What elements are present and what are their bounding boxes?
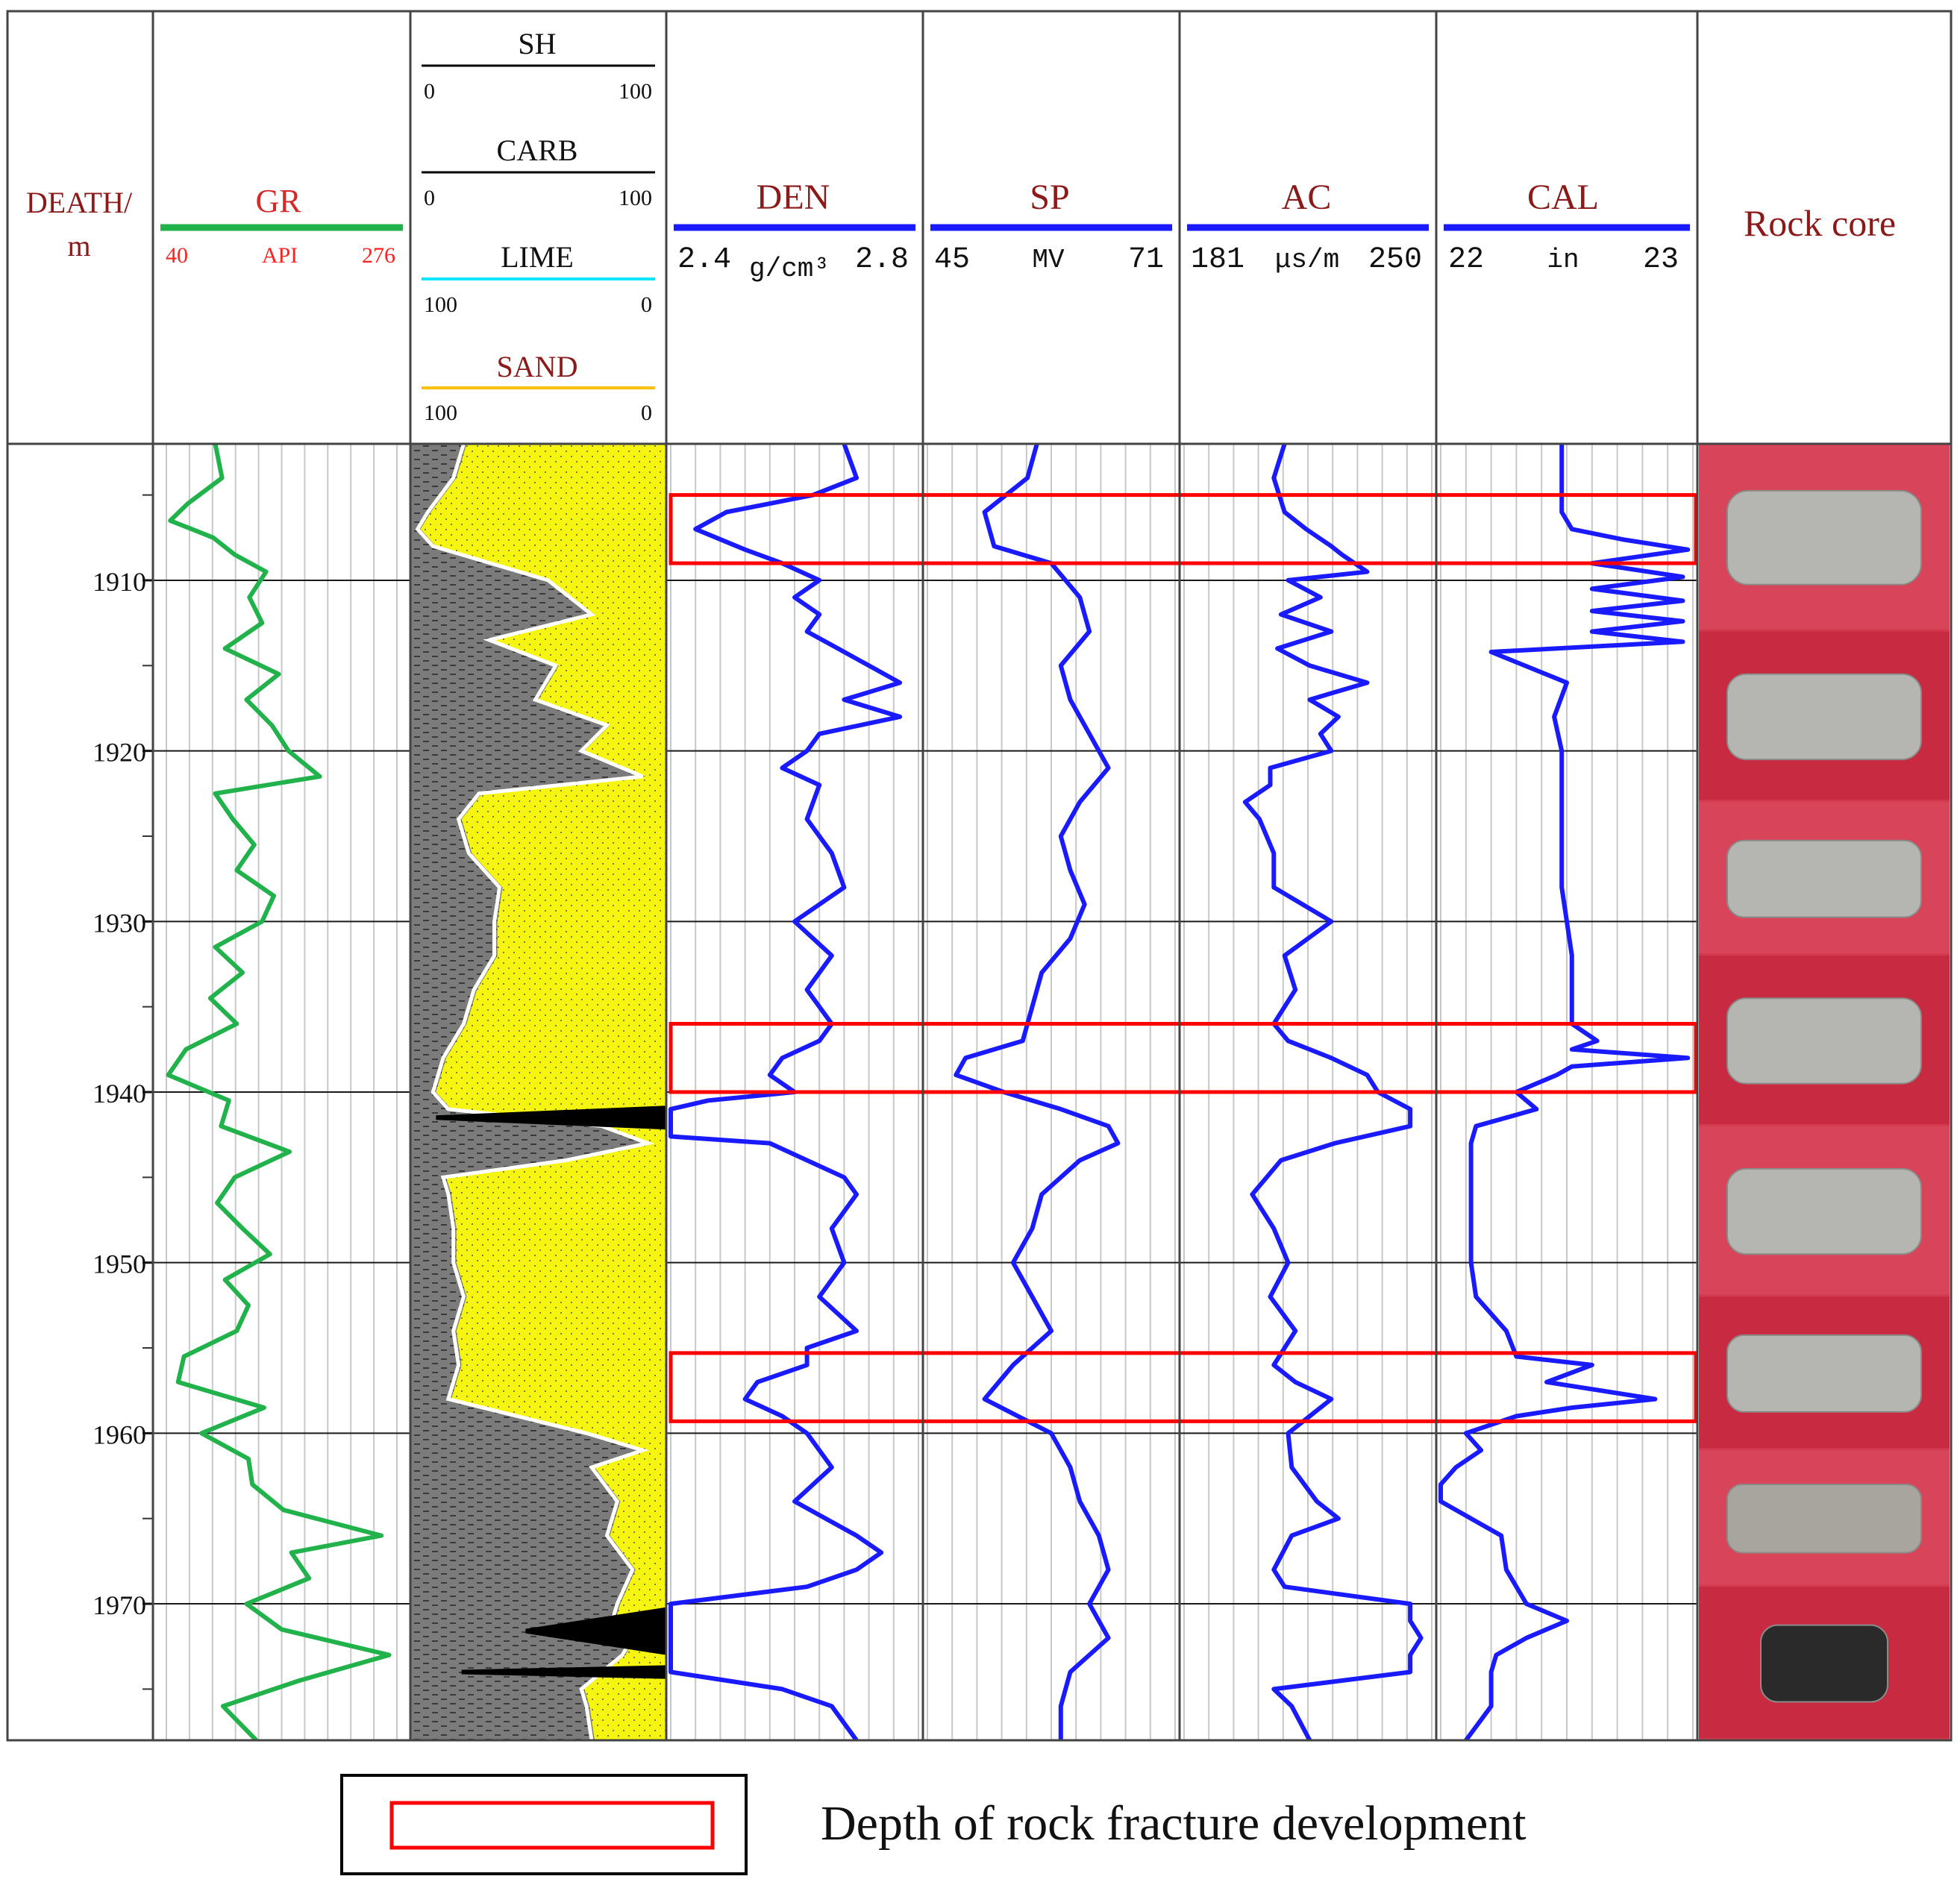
depth-tick-label: 1940: [93, 1079, 146, 1108]
depth-tick-label: 1920: [93, 738, 146, 768]
depth-tick-label: 1910: [93, 567, 146, 597]
cal-scale-max: 23: [1643, 243, 1679, 277]
carb-scale-max: 100: [619, 186, 652, 210]
ac-track-title: AC: [1282, 178, 1332, 217]
outer-border: [6, 10, 1953, 1742]
rock-core-sample: [1726, 1334, 1922, 1413]
den-scale-min: 2.4: [677, 243, 731, 277]
sp-track-title: SP: [1030, 178, 1069, 217]
legend-label: Depth of rock fracture development: [821, 1796, 1527, 1851]
cal-scale-min: 22: [1448, 243, 1484, 277]
den-track: [669, 444, 903, 1740]
header: DEATH/ m GR 40 API 276 SH 0 100 CARB 0 1…: [26, 27, 1896, 425]
sh-scale-max: 100: [619, 79, 652, 104]
rock-core-sample: [1760, 1624, 1888, 1703]
rock-core-sample: [1726, 673, 1922, 761]
sp-scale-max: 71: [1128, 243, 1164, 277]
depth-axis-label: DEATH/: [26, 186, 133, 219]
rock-core-column: [1699, 444, 1950, 1740]
ac-track: [1242, 444, 1424, 1740]
cal-track-title: CAL: [1527, 178, 1599, 217]
ac-scale-unit: μs/m: [1275, 245, 1339, 275]
rock-core-title: Rock core: [1744, 202, 1896, 244]
legend: Depth of rock fracture development: [340, 1774, 1527, 1875]
lime-scale-min: 100: [424, 292, 457, 317]
ac-scale-min: 181: [1191, 243, 1244, 277]
rock-core-sample: [1726, 489, 1922, 586]
sand-scale-max: 0: [641, 401, 652, 425]
gr-track: [166, 444, 392, 1740]
den-scale-unit: g/cm³: [749, 254, 830, 284]
sand-scale-min: 100: [424, 401, 457, 425]
sp-scale-unit: MV: [1032, 245, 1065, 275]
legend-fracture-swatch: [389, 1801, 715, 1850]
sh-label: SH: [518, 27, 556, 60]
rock-core-sample: [1726, 839, 1922, 918]
lime-scale-max: 0: [641, 292, 652, 317]
depth-tick-label: 1950: [93, 1249, 146, 1279]
fracture-zone-box: [669, 1022, 1698, 1094]
depth-axis-unit: m: [67, 229, 90, 263]
fracture-zone-box: [669, 493, 1698, 565]
gr-track-title: GR: [255, 183, 301, 219]
sp-scale-min: 45: [934, 243, 970, 277]
den-track-title: DEN: [757, 178, 830, 217]
carb-label: CARB: [497, 134, 578, 167]
ac-curve: [1242, 444, 1424, 1740]
cal-curve: [1438, 444, 1691, 1740]
sand-fill: [420, 444, 666, 1740]
legend-box: [340, 1774, 748, 1875]
gr-scale-min: 40: [166, 243, 188, 268]
carb-scale-min: 0: [424, 186, 435, 210]
den-curve: [669, 444, 903, 1740]
depth-tick-label: 1930: [93, 908, 146, 938]
gr-scale-unit: API: [262, 243, 298, 268]
den-scale-max: 2.8: [855, 243, 909, 277]
rock-core-sample: [1726, 1483, 1922, 1554]
carbonate-band: [436, 1105, 666, 1130]
carbonate-band: [525, 1607, 666, 1655]
carbonate-band: [461, 1665, 666, 1679]
sand-label: SAND: [497, 350, 578, 383]
lithology-track: [410, 444, 666, 1740]
sh-scale-min: 0: [424, 79, 435, 104]
lime-label: LIME: [501, 240, 574, 274]
rock-core-sample: [1726, 1167, 1922, 1255]
depth-tick-label: 1970: [93, 1590, 146, 1620]
gr-curve: [166, 444, 392, 1740]
depth-tick-label: 1960: [93, 1420, 146, 1449]
cal-track: [1438, 444, 1691, 1740]
frame: [6, 10, 1953, 1742]
fracture-zone-box: [669, 1351, 1698, 1423]
gr-scale-max: 276: [362, 243, 395, 268]
cal-scale-unit: in: [1547, 245, 1579, 275]
ac-scale-max: 250: [1368, 243, 1422, 277]
rock-core-sample: [1726, 997, 1922, 1085]
